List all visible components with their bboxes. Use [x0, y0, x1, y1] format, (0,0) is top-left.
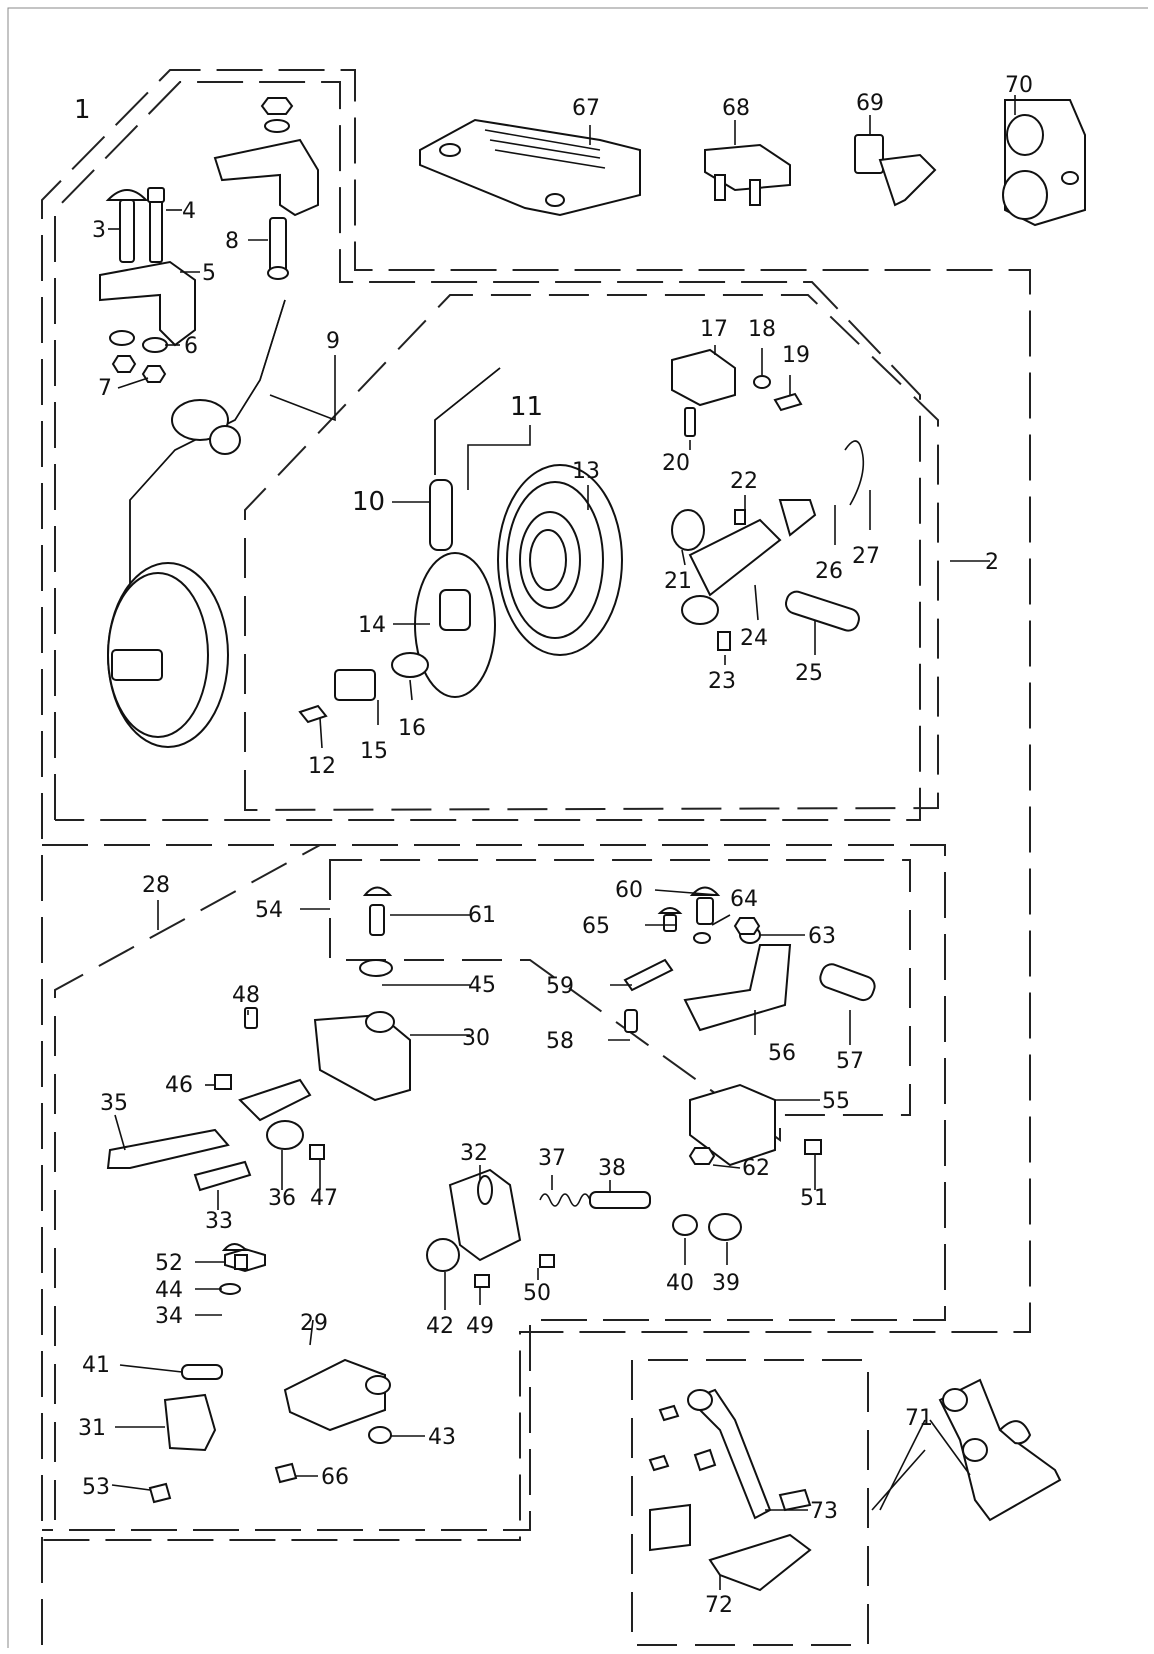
callout-32: 32 [460, 1141, 488, 1166]
callout-28: 28 [142, 873, 170, 898]
bracket-assembly [99, 187, 196, 383]
callout-60: 60 [615, 878, 643, 903]
callout-52: 52 [155, 1251, 183, 1276]
roller-wheel-assembly-left [107, 299, 286, 748]
callout-16: 16 [398, 716, 426, 741]
callout-53: 53 [82, 1475, 110, 1500]
callout-10: 10 [352, 487, 385, 517]
callout-42: 42 [426, 1314, 454, 1339]
leader-lines [108, 95, 1016, 1590]
callout-68: 68 [722, 96, 750, 121]
callout-67: 67 [572, 96, 600, 121]
callout-48: 48 [232, 983, 260, 1008]
page-frame [7, 7, 1148, 1648]
assembly-label-1: 1 [74, 95, 91, 125]
callout-26: 26 [815, 559, 843, 584]
callout-23: 23 [708, 669, 736, 694]
callout-2: 2 [985, 550, 999, 575]
callout-71: 71 [905, 1406, 933, 1431]
callout-11: 11 [510, 392, 543, 422]
callout-44: 44 [155, 1278, 183, 1303]
callout-6: 6 [184, 334, 198, 359]
callout-19: 19 [782, 343, 810, 368]
callout-61: 61 [468, 903, 496, 928]
callout-64: 64 [730, 887, 758, 912]
callout-47: 47 [310, 1186, 338, 1211]
top-plate-assembly [213, 97, 319, 280]
callout-7: 7 [98, 376, 112, 401]
callout-33: 33 [205, 1209, 233, 1234]
callout-55: 55 [822, 1089, 850, 1114]
callout-59: 59 [546, 974, 574, 999]
callout-31: 31 [78, 1416, 106, 1441]
callout-72: 72 [705, 1593, 733, 1618]
callout-62: 62 [742, 1156, 770, 1181]
callout-17: 17 [700, 317, 728, 342]
callout-39: 39 [712, 1271, 740, 1296]
callout-18: 18 [748, 317, 776, 342]
callout-43: 43 [428, 1425, 456, 1450]
wheel-13-and-disc-14 [298, 464, 623, 724]
callout-27: 27 [852, 544, 880, 569]
callout-8: 8 [225, 229, 239, 254]
callout-12: 12 [308, 754, 336, 779]
callout-21: 21 [664, 569, 692, 594]
callout-24: 24 [740, 626, 768, 651]
callout-13: 13 [572, 459, 600, 484]
callout-25: 25 [795, 661, 823, 686]
lever-arm-assembly-right [671, 348, 865, 651]
callout-36: 36 [268, 1186, 296, 1211]
callout-3: 3 [92, 218, 106, 243]
callout-54: 54 [255, 898, 283, 923]
callout-49: 49 [466, 1314, 494, 1339]
callout-29: 29 [300, 1311, 328, 1336]
callout-65: 65 [582, 914, 610, 939]
group-outlines [41, 69, 1031, 1646]
callout-66: 66 [321, 1465, 349, 1490]
callout-69: 69 [856, 91, 884, 116]
callout-5: 5 [202, 261, 216, 286]
callout-38: 38 [598, 1156, 626, 1181]
callout-14: 14 [358, 613, 386, 638]
callout-20: 20 [662, 451, 690, 476]
callout-40: 40 [666, 1271, 694, 1296]
callout-15: 15 [360, 739, 388, 764]
callout-56: 56 [768, 1041, 796, 1066]
callout-50: 50 [523, 1281, 551, 1306]
callout-41: 41 [82, 1353, 110, 1378]
callout-22: 22 [730, 469, 758, 494]
callout-37: 37 [538, 1146, 566, 1171]
hose-assembly [429, 367, 501, 551]
callout-labels: 1 2 3 4 5 6 7 8 9 10 11 12 13 14 15 16 1… [74, 73, 1033, 1618]
callout-73: 73 [810, 1499, 838, 1524]
callout-35: 35 [100, 1091, 128, 1116]
callout-4: 4 [182, 199, 196, 224]
callout-63: 63 [808, 924, 836, 949]
callout-70: 70 [1005, 73, 1033, 98]
top-parts-67-70 [419, 99, 1086, 227]
callout-57: 57 [836, 1049, 864, 1074]
callout-46: 46 [165, 1073, 193, 1098]
callout-34: 34 [155, 1304, 183, 1329]
callout-9: 9 [326, 329, 340, 354]
callout-51: 51 [800, 1186, 828, 1211]
callout-30: 30 [462, 1026, 490, 1051]
callout-45: 45 [468, 973, 496, 998]
callout-58: 58 [546, 1029, 574, 1054]
presser-foot-parts [648, 1378, 1062, 1592]
